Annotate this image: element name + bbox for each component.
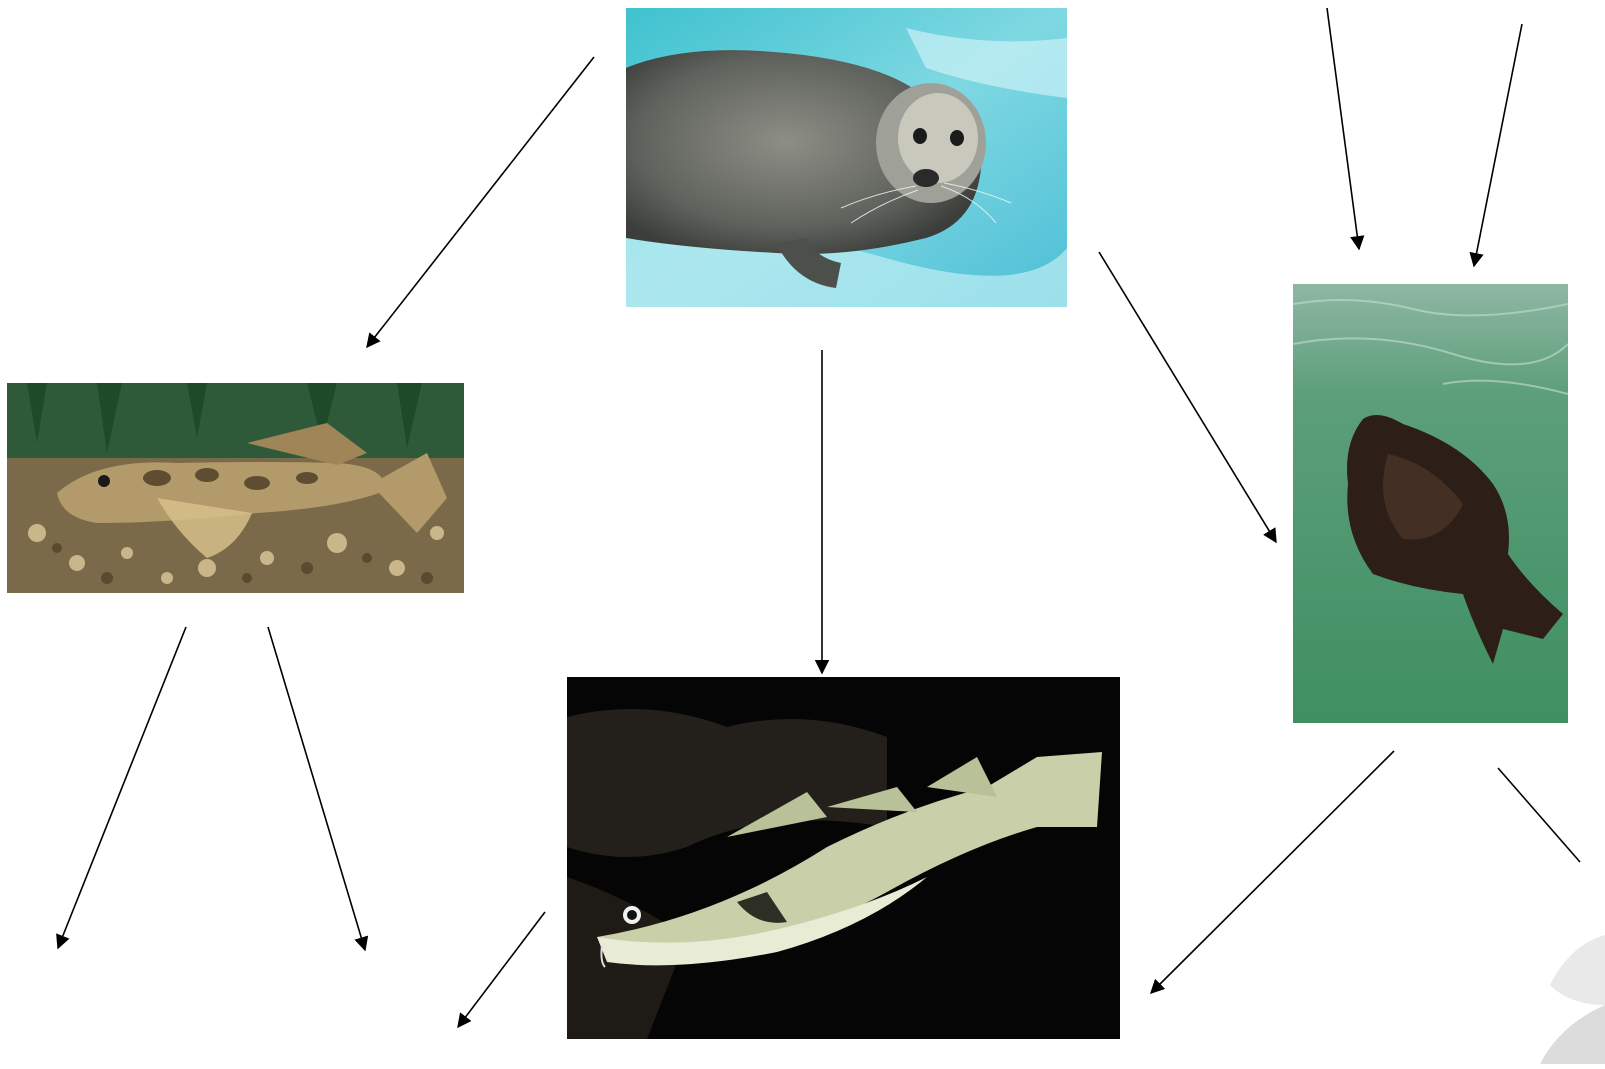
arrow-offscreen-to-flatfish-1 <box>1327 8 1359 249</box>
arrow-flatfish-down-left <box>1151 751 1394 993</box>
cod-fish-photo <box>567 677 1120 1039</box>
flatfish-photo <box>1293 284 1568 723</box>
arrow-flatfish-down-right <box>1498 768 1580 862</box>
arrow-seal-to-flatfish <box>1099 252 1276 542</box>
flatfish-image <box>1293 284 1568 723</box>
arrow-sculpin-down-left <box>58 627 186 948</box>
arrow-offscreen-to-flatfish-2 <box>1474 24 1522 266</box>
sculpin-fish-photo <box>7 383 464 593</box>
cod-image <box>567 677 1120 1039</box>
arrow-sculpin-down-right <box>268 627 365 950</box>
page-corner-decoration <box>1530 925 1605 1064</box>
seal-photo <box>626 8 1067 307</box>
page-curl-shape <box>1530 925 1605 1064</box>
sculpin-image <box>7 383 464 593</box>
seal-image <box>626 8 1067 307</box>
arrow-cod-down-left <box>458 912 545 1027</box>
arrow-seal-to-sculpin <box>367 57 594 347</box>
